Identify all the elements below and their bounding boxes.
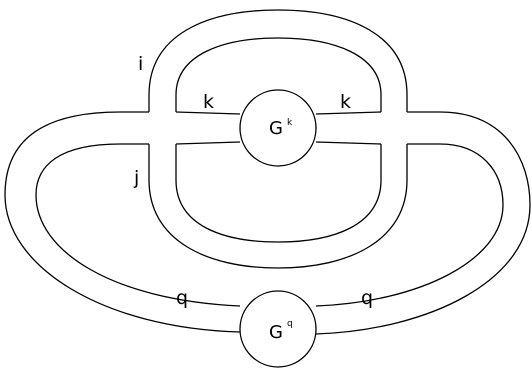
node-g-k-base: G <box>269 118 283 139</box>
band-j-inner-edge <box>175 144 382 243</box>
band-j-outer-edge <box>148 144 408 269</box>
band-q-outer-edge-right <box>315 111 531 335</box>
label-q-right: q <box>361 287 373 309</box>
band-k-left-bottom-edge <box>175 141 241 145</box>
label-j: j <box>133 167 139 189</box>
band-q-outer-edge-left <box>4 111 241 333</box>
node-g-q-superscript: q <box>287 319 293 329</box>
band-k-right-bottom-edge <box>315 141 382 145</box>
band-q-inner-edge-right <box>315 143 504 307</box>
band-i-outer-edge <box>148 9 408 112</box>
node-g-k: G k <box>239 89 317 167</box>
band-i-inner-edge <box>175 37 382 112</box>
label-k-right: k <box>340 91 351 113</box>
node-g-q-base: G <box>269 322 283 343</box>
band-k-right-top-edge <box>315 111 382 115</box>
label-q-left: q <box>176 287 188 309</box>
band-q-inner-edge-left <box>35 143 241 307</box>
node-g-k-circle <box>239 89 317 167</box>
band-k-left-top-edge <box>175 111 241 115</box>
node-g-q-circle <box>239 290 317 368</box>
label-i: i <box>138 53 143 75</box>
node-g-q: G q <box>239 290 317 368</box>
node-g-k-superscript: k <box>287 118 293 128</box>
label-k-left: k <box>203 91 214 113</box>
